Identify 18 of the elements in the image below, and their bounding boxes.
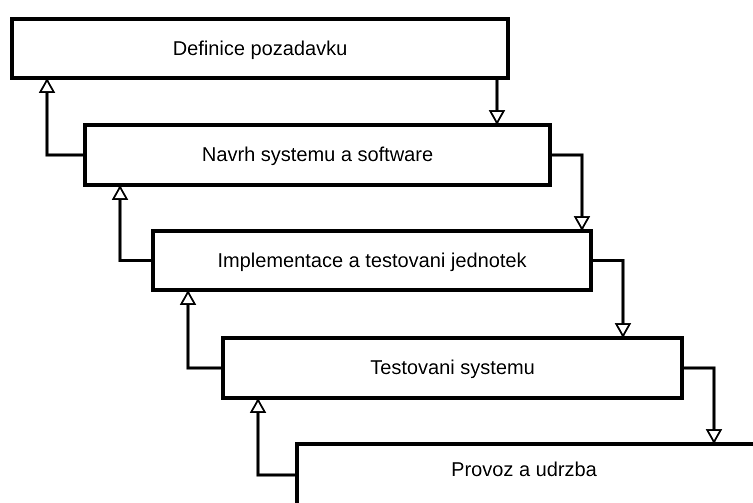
process-box (151, 229, 593, 292)
arrow (593, 259, 630, 337)
arrow (180, 291, 221, 370)
process-box (221, 336, 684, 400)
process-box (10, 17, 510, 80)
step-label: Testovani systemu (370, 356, 535, 380)
arrow (684, 366, 722, 443)
step-label: Navrh systemu a software (202, 143, 434, 167)
arrow (40, 79, 83, 156)
arrow (250, 399, 295, 476)
step-label: Definice pozadavku (172, 36, 348, 60)
process-box (83, 123, 552, 187)
step-label: Provoz a udrzba (451, 458, 597, 482)
step-label: Implementace a testovani jednotek (217, 248, 527, 272)
arrow (552, 154, 590, 230)
arrow (490, 80, 504, 124)
process-box (295, 442, 753, 503)
arrow (112, 186, 151, 262)
